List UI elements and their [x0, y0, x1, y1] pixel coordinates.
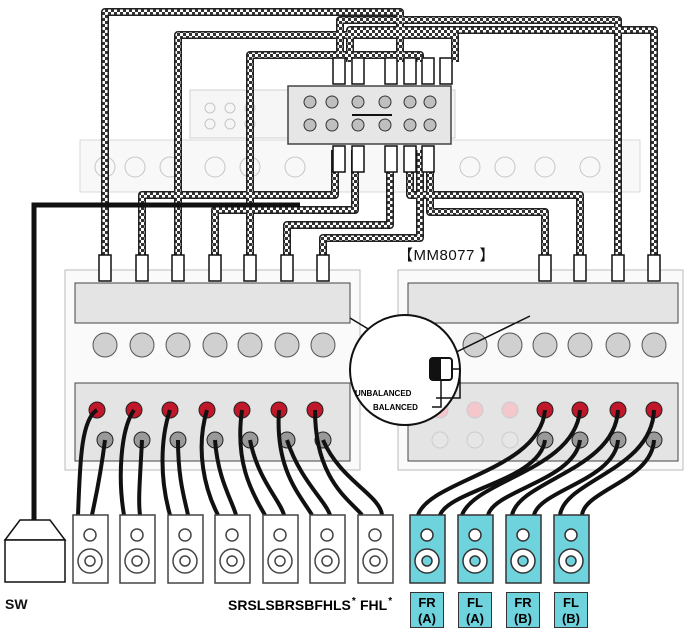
- badge-fr-a: FR (A): [410, 592, 444, 628]
- surround-labels: SRSLSBRSBFHLS*: [228, 596, 356, 613]
- braided-cables: [101, 8, 658, 255]
- model-label: 【MM8077 】: [398, 247, 496, 264]
- subwoofer-box: [3, 519, 67, 583]
- badge-fl-a-line2: (A): [465, 611, 485, 626]
- subwoofer-cable: [31, 202, 300, 520]
- badge-fr-a-line1: FR: [418, 595, 436, 610]
- badge-fl-a: FL (A): [458, 592, 492, 628]
- badge-fr-a-line2: (A): [417, 611, 437, 626]
- top-rca-plugs: [332, 57, 453, 173]
- switch-zoom-callout: [349, 314, 531, 426]
- badge-fr-b-line2: (B): [513, 611, 533, 626]
- unbalanced-label: UNBALANCED: [355, 389, 412, 398]
- asterisk-fhr: *: [351, 596, 356, 607]
- panel-rca-plugs: [98, 254, 661, 282]
- speaker-labels-overlap: SRSLSBRSBFHLS: [228, 597, 351, 613]
- badge-fl-b-line1: FL: [563, 595, 579, 610]
- subwoofer-label: SW: [5, 596, 28, 612]
- speakers-front: [409, 514, 590, 584]
- fhl-text: FHL: [360, 597, 388, 613]
- speaker-wires: [76, 408, 656, 517]
- badge-fr-b: FR (B): [506, 592, 540, 628]
- balanced-label: BALANCED: [373, 403, 418, 412]
- badge-fl-b: FL (B): [554, 592, 588, 628]
- badge-fl-a-line1: FL: [467, 595, 483, 610]
- asterisk-fhl: *: [388, 596, 393, 607]
- badge-fl-b-line2: (B): [561, 611, 581, 626]
- label-fhl: FHL*: [360, 596, 393, 613]
- badge-fr-b-line1: FR: [514, 595, 532, 610]
- top-connector-block: [287, 85, 452, 145]
- speakers-surround: [72, 514, 394, 584]
